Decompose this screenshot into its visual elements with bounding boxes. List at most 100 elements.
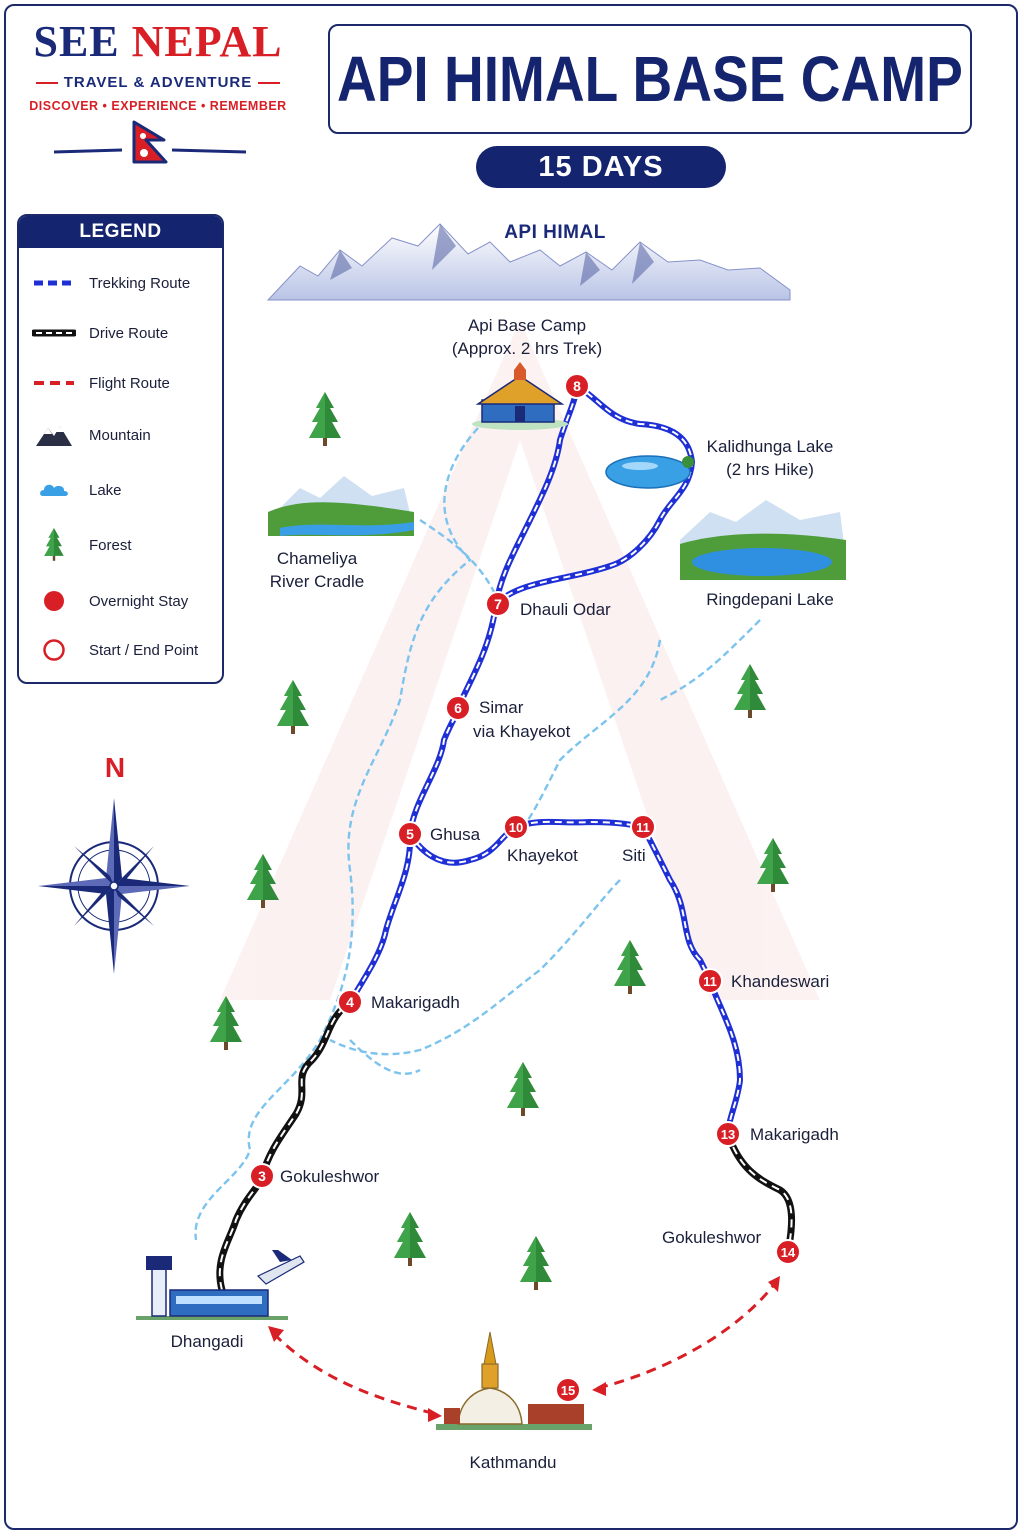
stop-label-simar: Simar	[479, 698, 524, 717]
day-marker-14: 14	[775, 1239, 801, 1265]
day-number: 3	[258, 1168, 266, 1184]
brand-tagline: DISCOVER • EXPERIENCE • REMEMBER	[29, 99, 287, 113]
day-marker-13: 13	[715, 1121, 741, 1147]
forest-icon	[247, 854, 279, 908]
day-number: 10	[509, 820, 523, 835]
base-camp-label: Api Base Camp (Approx. 2 hrs Trek)	[452, 314, 602, 360]
peak-label: API HIMAL	[504, 222, 606, 243]
stop-label-ghusa: Ghusa	[430, 825, 481, 844]
day-marker-8: 8	[564, 373, 590, 399]
overnight-stay-dot	[564, 373, 590, 399]
kalidhunga-lake-icon	[605, 455, 694, 489]
overnight-stay-dot	[249, 1163, 275, 1189]
kalidhunga-lake-note: (2 hrs Hike)	[726, 460, 814, 479]
overnight-stay-dot	[337, 989, 363, 1015]
overnight-stay-dot	[503, 814, 529, 840]
brand-name-nepal: NEPAL	[131, 17, 283, 66]
duration-badge: 15 DAYS	[476, 146, 726, 188]
legend-item-trekking-route: Trekking Route	[19, 268, 222, 298]
overnight-stay-dot	[445, 695, 471, 721]
overnight-stay-markers: 3 4 5 6 7 8 10 11 11 13 14 15	[249, 373, 801, 1403]
chameliya-river-scene	[268, 476, 414, 536]
legend-label: Forest	[89, 536, 132, 554]
forest-icon	[520, 1236, 552, 1290]
start-end-point-icon	[43, 639, 65, 661]
overnight-stay-dot	[397, 821, 423, 847]
flight-arrowheads	[268, 1276, 780, 1422]
legend-label: Lake	[89, 481, 122, 499]
day-number: 7	[494, 596, 502, 612]
kathmandu-label: Kathmandu	[469, 1453, 557, 1472]
legend-label: Overnight Stay	[89, 592, 189, 610]
day-marker-4: 4	[337, 989, 363, 1015]
stop-label-gokuleshwor-return: Gokuleshwor	[662, 1228, 762, 1247]
chameliya-line1: Chameliya	[276, 549, 358, 568]
overnight-stay-dot	[775, 1239, 801, 1265]
brand-subtitle: TRAVEL & ADVENTURE	[18, 74, 298, 91]
forest-icon	[277, 680, 309, 734]
day-marker-11: 11	[697, 968, 723, 994]
overnight-stay-dot	[555, 1377, 581, 1403]
stop-label-khandeswari: Khandeswari	[731, 972, 830, 991]
forest-icon	[210, 996, 242, 1050]
day-number: 8	[573, 378, 581, 394]
flight-routes	[272, 1281, 778, 1416]
dhangadi-label: Dhangadi	[170, 1332, 244, 1351]
drive-routes	[216, 998, 796, 1294]
overnight-stay-icon	[44, 591, 64, 611]
stop-label-makarigadh-return: Makarigadh	[750, 1125, 839, 1144]
day-marker-11: 11	[630, 814, 656, 840]
base-camp-name: Api Base Camp	[467, 316, 587, 335]
stop-label-via-khayekot: via Khayekot	[473, 722, 571, 741]
base-camp-lodge-icon	[472, 362, 568, 430]
dhangadi-airport-icon	[136, 1250, 305, 1320]
chameliya-line2: River Cradle	[269, 572, 365, 591]
drive-route-icon	[32, 329, 76, 337]
trekking-route-icon	[34, 280, 74, 286]
flight-route-icon	[34, 381, 74, 385]
day-number: 11	[703, 974, 717, 989]
legend-item-flight-route: Flight Route	[19, 368, 222, 398]
overnight-stay-dot	[715, 1121, 741, 1147]
day-marker-3: 3	[249, 1163, 275, 1189]
legend-label: Start / End Point	[89, 641, 199, 659]
legend-item-start-end-point: Start / End Point	[19, 635, 222, 665]
stop-label-khayekot: Khayekot	[507, 846, 578, 865]
stop-label-dhauli-odar: Dhauli Odar	[520, 600, 611, 619]
brand-dash-right	[258, 82, 281, 85]
legend-label: Drive Route	[89, 324, 169, 342]
watermark-mountain	[220, 320, 820, 1000]
legend-item-drive-route: Drive Route	[19, 318, 222, 348]
day-marker-10: 10	[503, 814, 529, 840]
forest-icon	[394, 1212, 426, 1266]
side-trails	[194, 427, 761, 1241]
base-camp-note: (Approx. 2 hrs Trek)	[451, 339, 603, 358]
page-title: API HIMAL BASE CAMP	[337, 43, 963, 115]
api-himal-mountain-range	[266, 223, 791, 301]
legend-item-overnight-stay: Overnight Stay	[19, 586, 222, 616]
day-marker-15: 15	[555, 1377, 581, 1403]
forest-icon	[507, 1062, 539, 1116]
day-number: 14	[781, 1245, 796, 1260]
day-number: 13	[721, 1127, 735, 1142]
chameliya-label: Chameliya River Cradle	[270, 547, 364, 593]
forest-icon	[757, 838, 789, 892]
kathmandu-stupa-icon	[436, 1331, 592, 1430]
legend-item-forest: Forest	[19, 528, 222, 561]
brand-logo: SEE NEPAL TRAVEL & ADVENTURE DISCOVER • …	[18, 17, 298, 114]
day-number: 15	[561, 1383, 575, 1398]
title-box: API HIMAL BASE CAMP	[328, 24, 972, 134]
day-number: 5	[406, 826, 414, 842]
brand-dash-left	[35, 82, 58, 85]
day-number: 11	[636, 820, 650, 835]
compass-rose-icon	[38, 798, 190, 974]
day-marker-6: 6	[445, 695, 471, 721]
day-number: 4	[346, 994, 354, 1010]
day-marker-5: 5	[397, 821, 423, 847]
legend-label: Trekking Route	[89, 274, 191, 292]
ringdepani-lake-label: Ringdepani Lake	[706, 590, 834, 609]
legend-label: Flight Route	[89, 374, 170, 392]
forest-icon	[734, 664, 766, 718]
compass-north-label: N	[104, 752, 126, 783]
